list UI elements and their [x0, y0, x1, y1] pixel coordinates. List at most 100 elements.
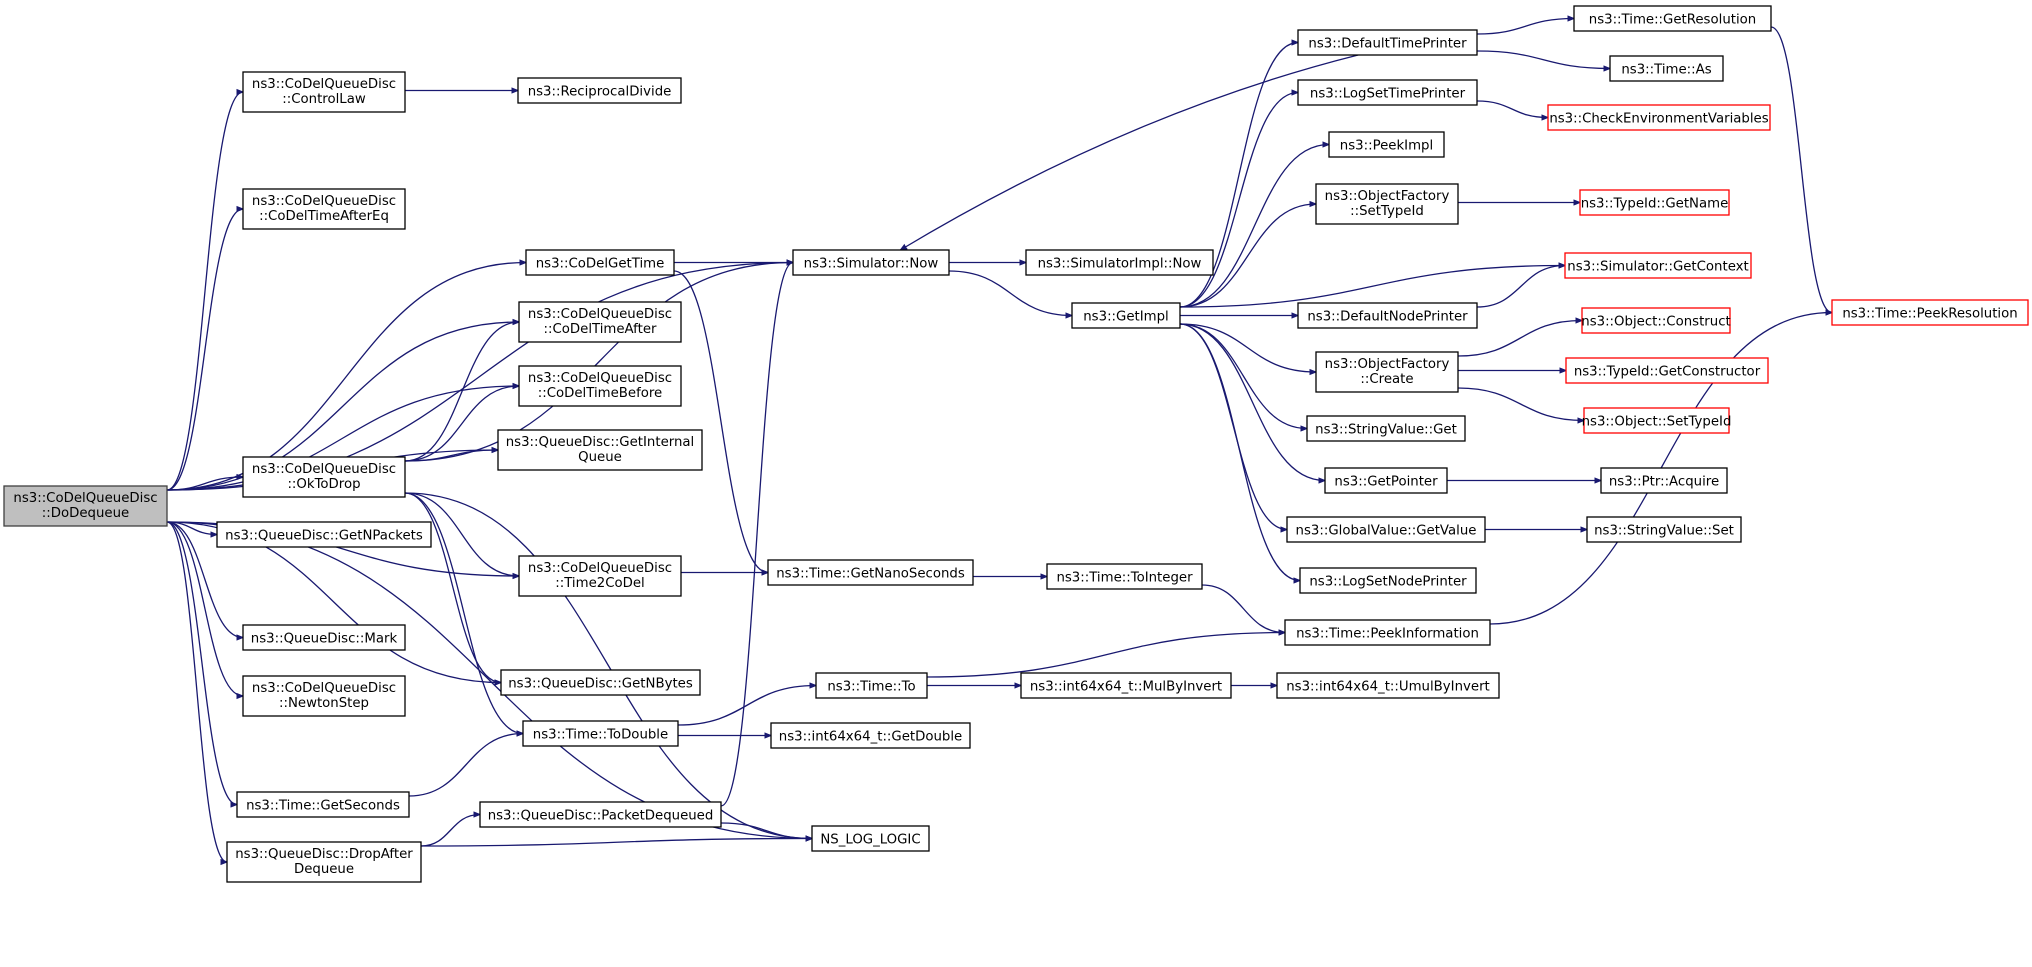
node-GetNBytes[interactable]: ns3::QueueDisc::GetNBytes — [500, 669, 701, 696]
edge-TimeTo-to-PeekInformation — [926, 633, 1285, 678]
node-ObjectFactoryCreate[interactable]: ns3::ObjectFactory::Create — [1315, 351, 1459, 393]
node-label: ns3::GlobalValue::GetValue — [1296, 524, 1477, 539]
node-label: ns3::Simulator::GetContext — [1567, 260, 1748, 275]
node-box — [1564, 252, 1752, 279]
node-box — [497, 429, 703, 471]
edge-LogSetTimePrinter-to-CheckEnvironmentVariables — [1476, 100, 1548, 118]
node-label: ns3::CoDelQueueDisc — [252, 77, 396, 92]
node-box — [517, 77, 682, 104]
node-label: ns3::CoDelQueueDisc — [252, 194, 396, 209]
node-GlobalValueGetValue[interactable]: ns3::GlobalValue::GetValue — [1286, 516, 1486, 543]
node-box — [1583, 407, 1730, 434]
node-ReciprocalDivide[interactable]: ns3::ReciprocalDivide — [517, 77, 682, 104]
node-Time2CoDel[interactable]: ns3::CoDelQueueDisc::Time2CoDel — [518, 555, 682, 597]
node-label: ns3::Ptr::Acquire — [1609, 475, 1719, 490]
node-SimulatorImplNow[interactable]: ns3::SimulatorImpl::Now — [1025, 249, 1214, 276]
node-box — [525, 249, 675, 276]
edge-GetResolution-to-PeekResolution — [1770, 26, 1832, 313]
node-TimeAs[interactable]: ns3::Time::As — [1609, 55, 1724, 82]
node-TimeTo[interactable]: ns3::Time::To — [815, 672, 928, 699]
node-OkToDrop[interactable]: ns3::CoDelQueueDisc::OkToDrop — [242, 456, 406, 498]
node-box — [1573, 5, 1772, 32]
node-LogSetNodePrinter[interactable]: ns3::LogSetNodePrinter — [1299, 567, 1477, 594]
edge-DoDequeue-to-GetSeconds — [166, 521, 237, 805]
node-GetDouble[interactable]: ns3::int64x64_t::GetDouble — [770, 722, 971, 749]
edge-GetImpl-to-PeekImpl — [1179, 145, 1329, 308]
node-box — [1046, 563, 1203, 590]
edge-GetImpl-to-StringValueGet — [1179, 323, 1307, 429]
node-label: ns3::StringValue::Set — [1594, 524, 1734, 539]
node-DoDequeue[interactable]: ns3::CoDelQueueDisc::DoDequeue — [3, 485, 168, 527]
node-UmulByInvert[interactable]: ns3::int64x64_t::UmulByInvert — [1276, 672, 1500, 699]
node-ToDouble[interactable]: ns3::Time::ToDouble — [522, 720, 679, 747]
node-box — [1581, 307, 1731, 334]
node-GetImpl[interactable]: ns3::GetImpl — [1071, 302, 1181, 329]
node-PeekInformation[interactable]: ns3::Time::PeekInformation — [1284, 619, 1491, 646]
node-DefaultNodePrinter[interactable]: ns3::DefaultNodePrinter — [1297, 302, 1478, 329]
node-label: ::DoDequeue — [42, 506, 129, 521]
node-PacketDequeued[interactable]: ns3::QueueDisc::PacketDequeued — [479, 801, 722, 828]
node-label: ns3::QueueDisc::DropAfter — [235, 847, 413, 862]
edge-DoDequeue-to-OkToDrop — [166, 477, 243, 491]
node-label: ns3::QueueDisc::Mark — [251, 632, 398, 647]
node-Mark[interactable]: ns3::QueueDisc::Mark — [242, 624, 406, 651]
node-label: ::CoDelTimeAfter — [544, 322, 657, 337]
edge-OkToDrop-to-SimulatorNow — [404, 263, 793, 462]
node-NS_LOG_LOGIC[interactable]: NS_LOG_LOGIC — [811, 825, 930, 852]
node-SimulatorGetContext[interactable]: ns3::Simulator::GetContext — [1564, 252, 1752, 279]
node-PeekResolution[interactable]: ns3::Time::PeekResolution — [1831, 299, 2029, 326]
node-label: ns3::CoDelGetTime — [536, 257, 665, 272]
node-label: Dequeue — [294, 862, 354, 877]
node-StringValueSet[interactable]: ns3::StringValue::Set — [1586, 516, 1742, 543]
node-CoDelGetTime[interactable]: ns3::CoDelGetTime — [525, 249, 675, 276]
edge-DefaultTimePrinter-to-SimulatorNow — [900, 54, 1359, 250]
node-label: ns3::int64x64_t::MulByInvert — [1030, 680, 1222, 695]
node-box — [3, 485, 168, 527]
node-label: ns3::PeekImpl — [1340, 139, 1433, 154]
node-label: ns3::CoDelQueueDisc — [528, 371, 672, 386]
node-SetTypeIdFactory[interactable]: ns3::ObjectFactory::SetTypeId — [1315, 183, 1459, 225]
node-CoDelTimeAfterEq[interactable]: ns3::CoDelQueueDisc::CoDelTimeAfterEq — [242, 188, 406, 230]
node-label: ns3::TypeId::GetName — [1581, 197, 1729, 212]
node-SimulatorNow[interactable]: ns3::Simulator::Now — [792, 249, 950, 276]
node-MulByInvert[interactable]: ns3::int64x64_t::MulByInvert — [1020, 672, 1232, 699]
node-box — [518, 555, 682, 597]
node-GetConstructor[interactable]: ns3::TypeId::GetConstructor — [1565, 357, 1769, 384]
edge-ObjectFactoryCreate-to-ObjectSetTypeId — [1457, 387, 1584, 421]
node-box — [770, 722, 971, 749]
node-ObjectConstruct[interactable]: ns3::Object::Construct — [1581, 307, 1731, 334]
edge-DefaultTimePrinter-to-TimeAs — [1476, 50, 1610, 69]
node-box — [1547, 104, 1771, 131]
node-label: ns3::int64x64_t::UmulByInvert — [1286, 680, 1490, 695]
node-label: ::OkToDrop — [287, 477, 360, 492]
node-ToInteger[interactable]: ns3::Time::ToInteger — [1046, 563, 1203, 590]
node-LogSetTimePrinter[interactable]: ns3::LogSetTimePrinter — [1297, 79, 1478, 106]
node-TypeIdGetName[interactable]: ns3::TypeId::GetName — [1579, 189, 1730, 216]
node-GetResolution[interactable]: ns3::Time::GetResolution — [1573, 5, 1772, 32]
node-StringValueGet[interactable]: ns3::StringValue::Get — [1306, 415, 1466, 442]
node-GetPointer[interactable]: ns3::GetPointer — [1324, 467, 1448, 494]
node-PeekImpl[interactable]: ns3::PeekImpl — [1328, 131, 1445, 158]
node-box — [1324, 467, 1448, 494]
node-GetNPackets[interactable]: ns3::QueueDisc::GetNPackets — [216, 521, 432, 548]
node-GetNanoSeconds[interactable]: ns3::Time::GetNanoSeconds — [767, 559, 974, 586]
node-CoDelTimeAfter[interactable]: ns3::CoDelQueueDisc::CoDelTimeAfter — [518, 301, 682, 343]
node-CoDelTimeBefore[interactable]: ns3::CoDelQueueDisc::CoDelTimeBefore — [518, 365, 682, 407]
node-label: ns3::Simulator::Now — [804, 257, 939, 272]
edge-GetImpl-to-SetTypeIdFactory — [1179, 204, 1316, 308]
node-label: ns3::int64x64_t::GetDouble — [779, 730, 962, 745]
node-label: ns3::TypeId::GetConstructor — [1574, 365, 1761, 380]
node-DefaultTimePrinter[interactable]: ns3::DefaultTimePrinter — [1297, 29, 1478, 56]
node-ControlLaw[interactable]: ns3::CoDelQueueDisc::ControlLaw — [242, 71, 406, 113]
node-label: ns3::CoDelQueueDisc — [252, 462, 396, 477]
node-CheckEnvironmentVariables[interactable]: ns3::CheckEnvironmentVariables — [1547, 104, 1771, 131]
node-PtrAcquire[interactable]: ns3::Ptr::Acquire — [1600, 467, 1728, 494]
node-ObjectSetTypeId[interactable]: ns3::Object::SetTypeId — [1582, 407, 1732, 434]
edge-OkToDrop-to-CoDelTimeAfter — [404, 322, 519, 462]
node-GetSeconds[interactable]: ns3::Time::GetSeconds — [236, 791, 410, 818]
node-label: ns3::Time::PeekResolution — [1842, 307, 2017, 322]
node-box — [242, 456, 406, 498]
node-NewtonStep[interactable]: ns3::CoDelQueueDisc::NewtonStep — [242, 675, 406, 717]
